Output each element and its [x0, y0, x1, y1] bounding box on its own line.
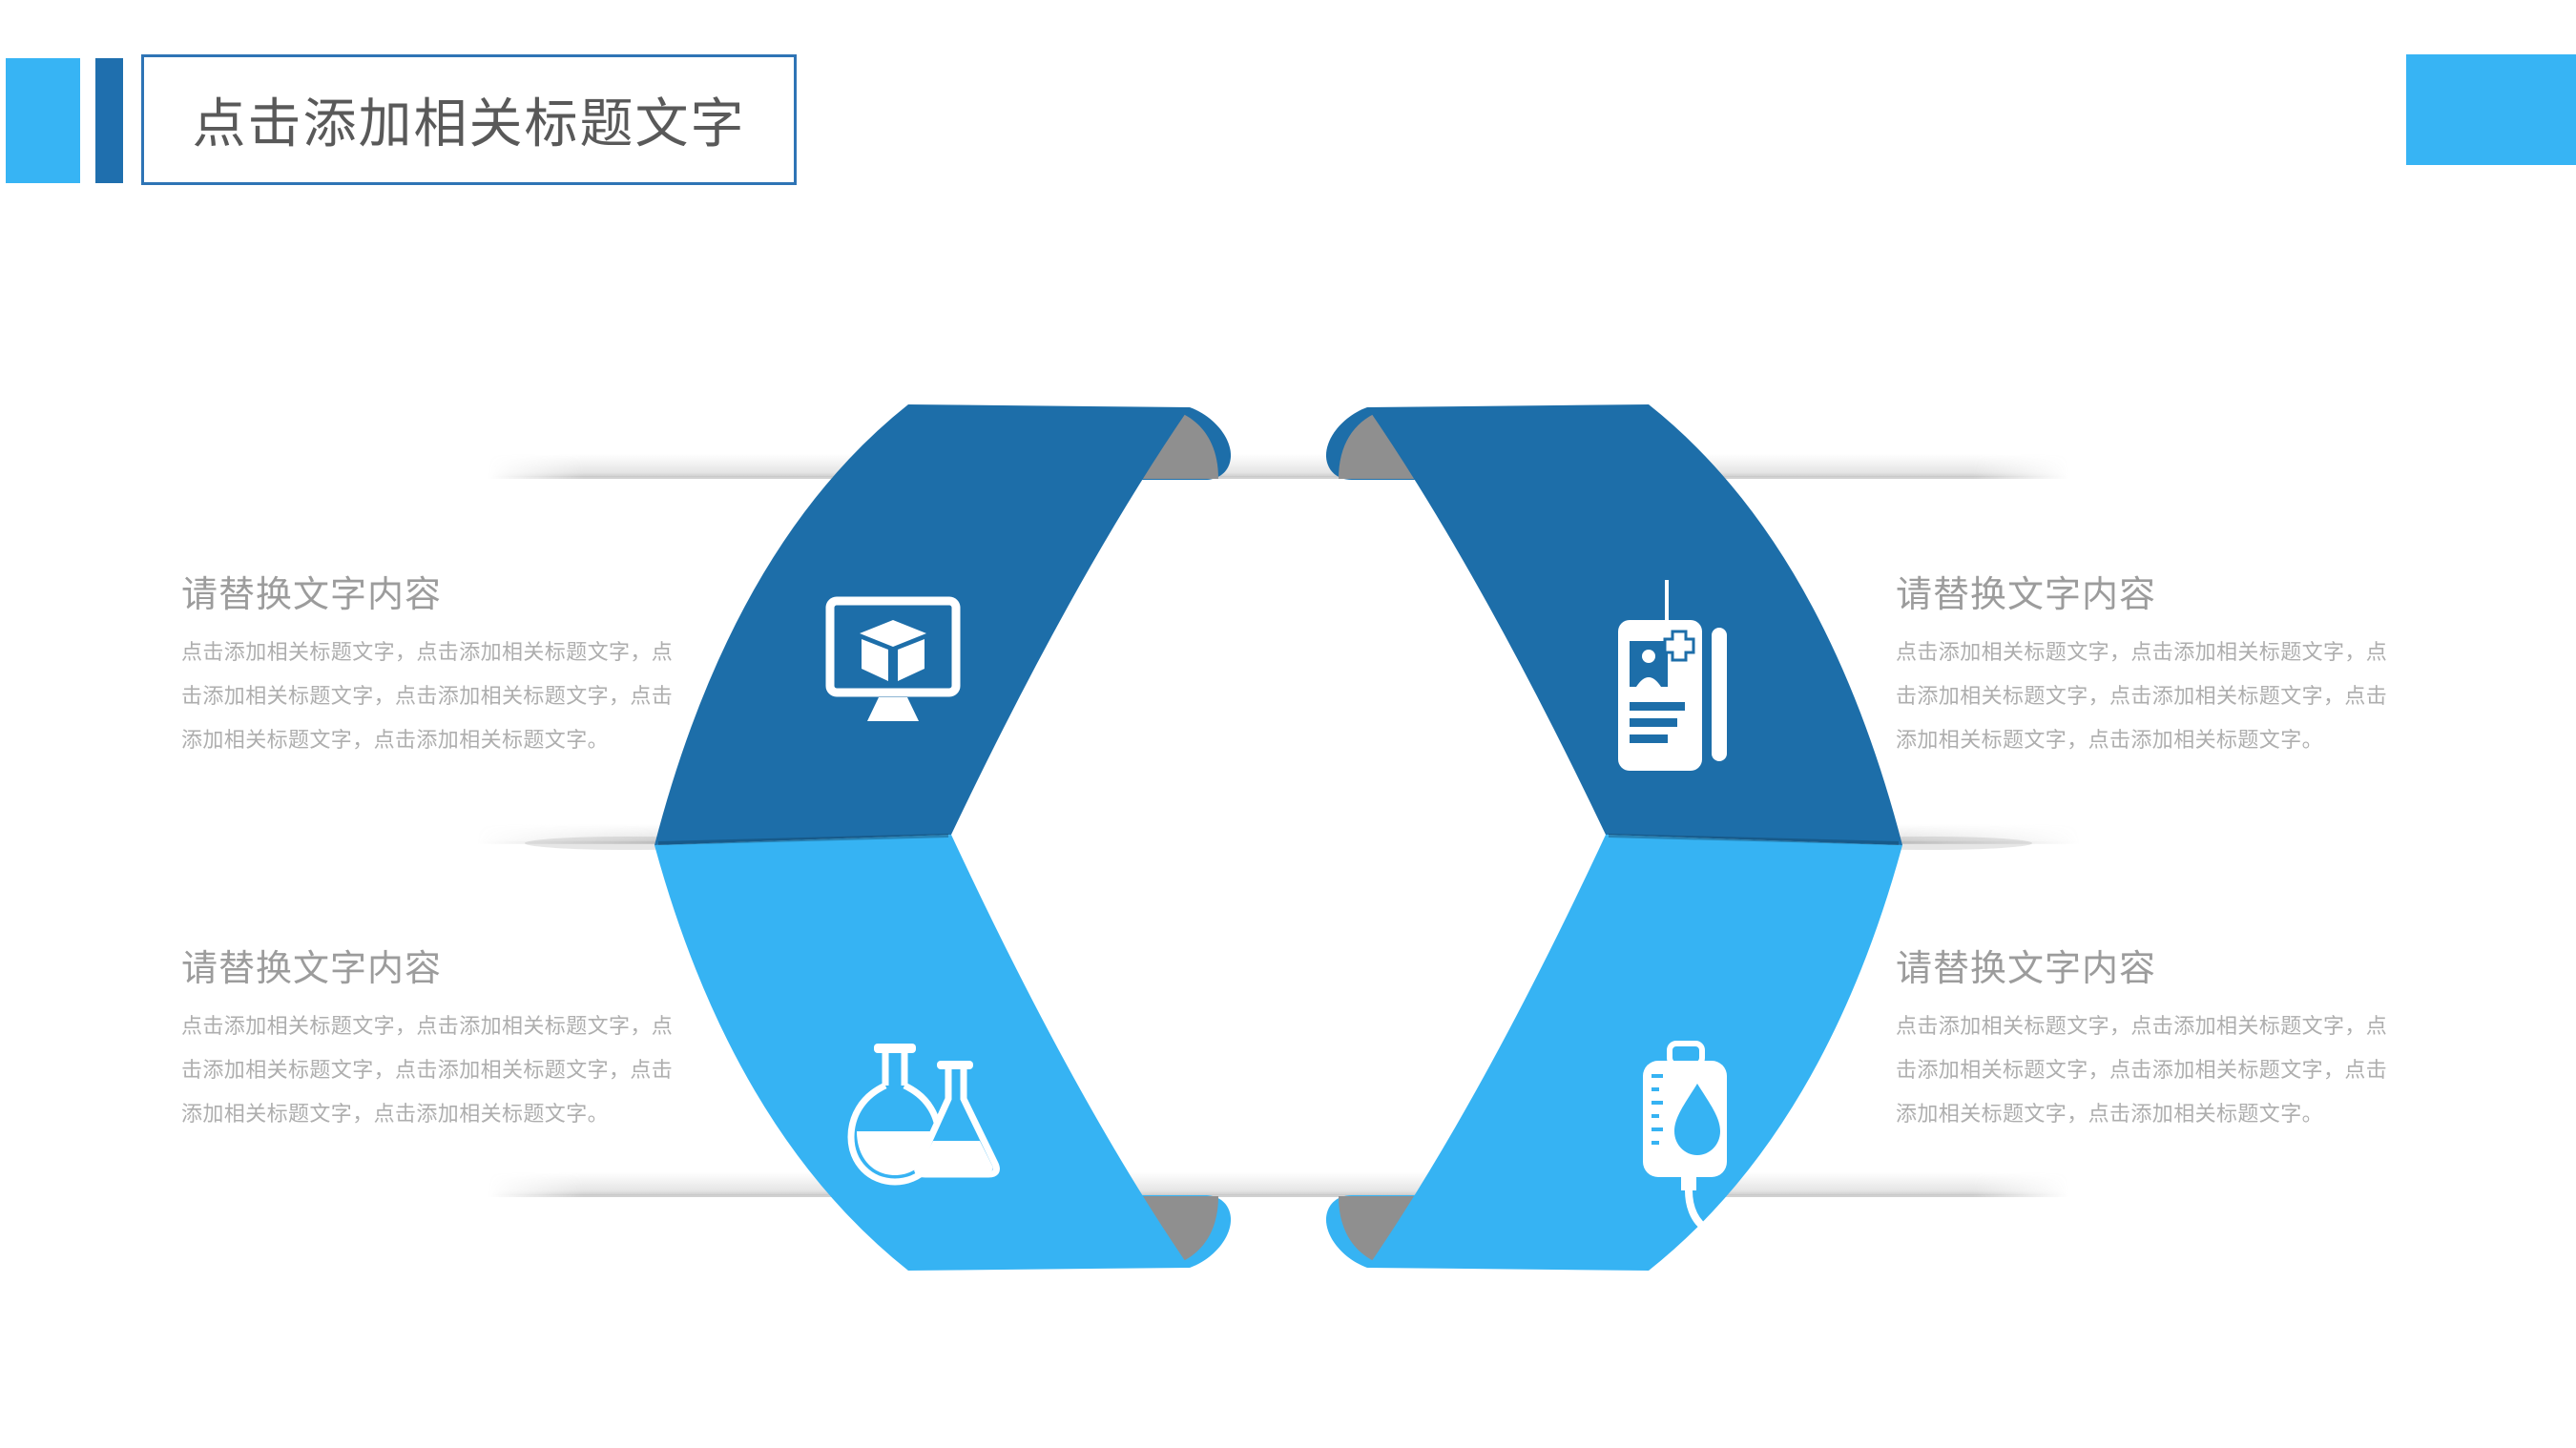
text-block-lower-left[interactable]: 请替换文字内容 点击添加相关标题文字，点击添加相关标题文字，点击添加相关标题文字…	[181, 939, 693, 1136]
left-bottom-ribbon	[654, 835, 1190, 1271]
left-top-ribbon	[654, 404, 1190, 845]
chevron-right[interactable]	[1325, 404, 1902, 1271]
medical-id-card-icon	[1618, 580, 1727, 771]
text-block-lower-right[interactable]: 请替换文字内容 点击添加相关标题文字，点击添加相关标题文字，点击添加相关标题文字…	[1896, 939, 2407, 1136]
right-junction-shadow	[1608, 834, 1900, 845]
text-block-body: 点击添加相关标题文字，点击添加相关标题文字，点击添加相关标题文字，点击添加相关标…	[1896, 1014, 2388, 1126]
chevron-left[interactable]	[654, 404, 1232, 1271]
header-accent-square-right-icon	[2406, 54, 2576, 165]
text-block-body: 点击添加相关标题文字，点击添加相关标题文字，点击添加相关标题文字，点击添加相关标…	[181, 640, 674, 752]
separator-line-middle-left	[477, 824, 668, 844]
page-title: 点击添加相关标题文字	[192, 93, 746, 154]
left-junction-shadow	[657, 834, 949, 845]
text-block-heading: 请替换文字内容	[181, 575, 443, 615]
separator-line-top	[488, 454, 2068, 479]
text-block-body: 点击添加相关标题文字，点击添加相关标题文字，点击添加相关标题文字，点击添加相关标…	[1896, 640, 2388, 752]
text-block-heading: 请替换文字内容	[1896, 949, 2157, 989]
title-box[interactable]: 点击添加相关标题文字	[141, 54, 797, 185]
header-accent-square-icon	[6, 58, 80, 183]
iv-drip-bag-icon	[1643, 1041, 1805, 1239]
separator-line-bottom	[488, 1172, 2068, 1197]
text-block-upper-left[interactable]: 请替换文字内容 点击添加相关标题文字，点击添加相关标题文字，点击添加相关标题文字…	[181, 565, 693, 762]
lab-flasks-icon	[847, 1044, 1000, 1186]
right-bottom-ribbon	[1367, 835, 1902, 1271]
text-block-heading: 请替换文字内容	[1896, 575, 2157, 615]
text-block-heading: 请替换文字内容	[181, 949, 443, 989]
text-block-body: 点击添加相关标题文字，点击添加相关标题文字，点击添加相关标题文字，点击添加相关标…	[181, 1014, 674, 1126]
header-accent-bar-icon	[95, 58, 123, 183]
monitor-cube-icon	[825, 596, 961, 721]
text-block-upper-right[interactable]: 请替换文字内容 点击添加相关标题文字，点击添加相关标题文字，点击添加相关标题文字…	[1896, 565, 2407, 762]
separator-line-middle-right	[1889, 824, 2080, 844]
